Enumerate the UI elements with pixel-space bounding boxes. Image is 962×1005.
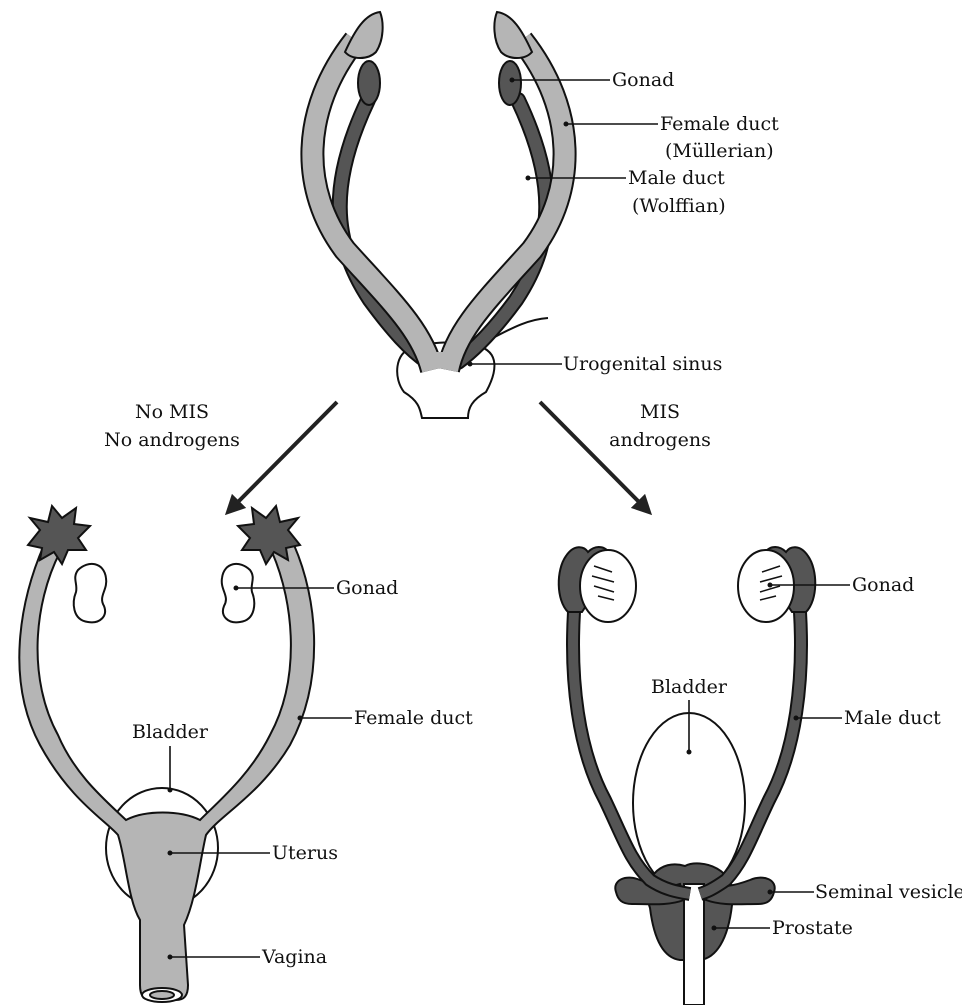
top-labels: Gonad Female duct (Müllerian) Male duct … — [468, 69, 780, 375]
left-indifferent-gonad — [358, 61, 380, 105]
top-gonad-label: Gonad — [612, 69, 674, 91]
prostate-label: Prostate — [772, 917, 853, 939]
vagina-label: Vagina — [261, 946, 327, 968]
left-testis — [580, 550, 636, 622]
right-pathway-arrow — [540, 402, 645, 508]
left-ovary — [74, 564, 106, 622]
left-fimbriae — [28, 506, 90, 564]
left-arrow-label-line2: No androgens — [104, 429, 240, 451]
uterus-label: Uterus — [272, 842, 338, 864]
male-urethra — [684, 884, 704, 1005]
fused-duct-segment — [424, 352, 454, 368]
right-testis — [738, 550, 794, 622]
right-duct-funnel — [494, 12, 532, 58]
female-development — [19, 506, 314, 1002]
top-male-duct-sublabel: (Wolffian) — [632, 195, 726, 217]
top-urogenital-sinus-label: Urogenital sinus — [563, 353, 722, 375]
top-female-duct-sublabel: (Müllerian) — [665, 140, 774, 162]
female-bladder-label: Bladder — [132, 721, 209, 743]
vaginal-opening-inner — [150, 991, 174, 999]
left-arrow-label-line1: No MIS — [135, 401, 209, 423]
top-female-duct-label: Female duct — [660, 113, 779, 135]
indifferent-stage — [312, 12, 564, 418]
male-gonad-label: Gonad — [852, 574, 914, 596]
seminal-vesicle-label: Seminal vesicle — [815, 881, 962, 903]
right-ovary — [222, 564, 254, 622]
female-duct-uterus-shape — [19, 545, 314, 1000]
right-arrow-label-line1: MIS — [640, 401, 680, 423]
left-duct-funnel — [345, 12, 383, 58]
female-duct-label: Female duct — [354, 707, 473, 729]
female-gonad-label: Gonad — [336, 577, 398, 599]
pathway-arrows: No MIS No androgens MIS androgens — [104, 401, 711, 508]
left-pathway-arrow — [232, 402, 337, 508]
right-arrow-label-line2: androgens — [609, 429, 711, 451]
top-male-duct-label: Male duct — [628, 167, 725, 189]
male-duct-label: Male duct — [844, 707, 941, 729]
male-bladder-label: Bladder — [651, 676, 728, 698]
right-indifferent-gonad — [499, 61, 521, 105]
